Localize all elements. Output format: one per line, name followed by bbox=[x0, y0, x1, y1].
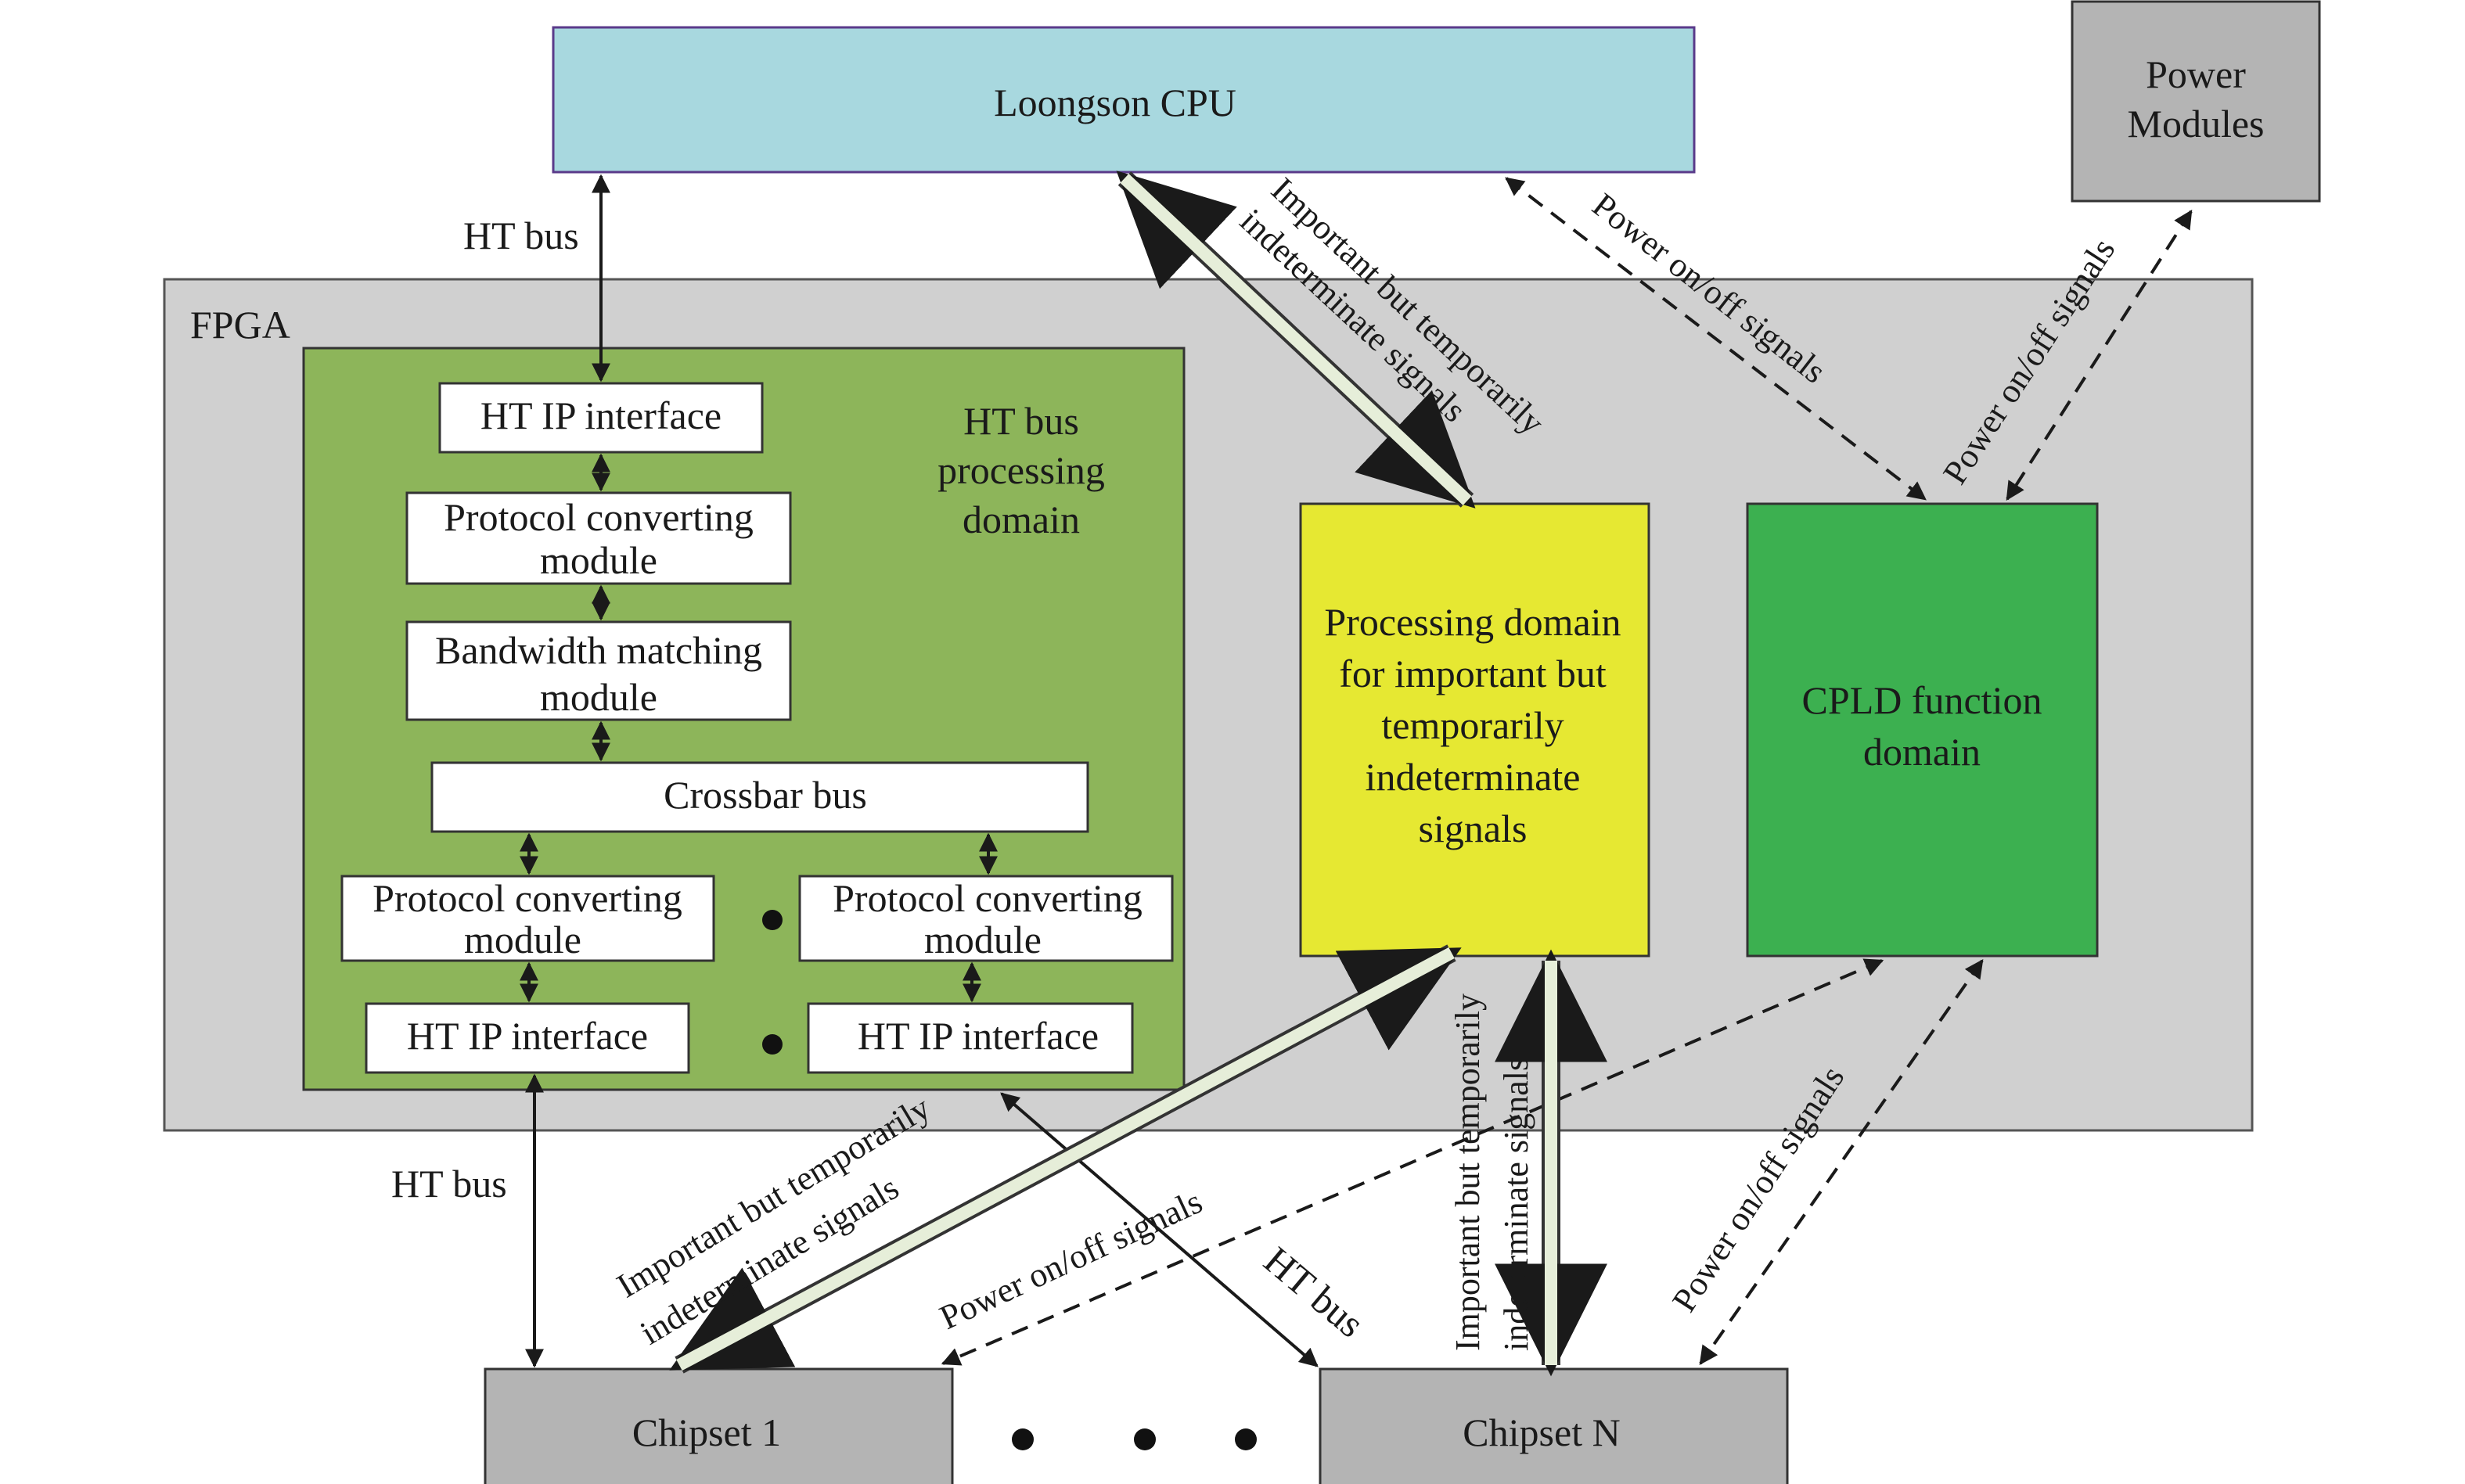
ht-domain-title-3: domain bbox=[963, 498, 1080, 541]
power-cpu-cpld-arrow bbox=[1505, 177, 1927, 501]
ht-ip-interface-right-label: HT IP interface bbox=[858, 1014, 1099, 1058]
protocol-converting-left bbox=[340, 875, 715, 962]
chipset-n-label: Chipset N bbox=[1463, 1410, 1620, 1454]
crossbar-bus bbox=[430, 761, 1089, 833]
proc-line4: indeterminate bbox=[1366, 755, 1581, 799]
important-vert-line2: indeterminate signals bbox=[1497, 1058, 1535, 1351]
chipset-1-label: Chipset 1 bbox=[632, 1410, 781, 1454]
loongson-cpu-label: Loongson CPU bbox=[994, 81, 1236, 124]
power-modules-line2: Modules bbox=[2128, 102, 2265, 146]
protocol-top-line2: module bbox=[540, 538, 657, 582]
important-vert-line1: Important but temporarily bbox=[1448, 994, 1487, 1351]
protocol-converting-top bbox=[405, 491, 792, 585]
protocol-top-line1: Protocol converting bbox=[444, 495, 754, 539]
important-signals-proc-chipset1-arrow bbox=[669, 944, 1462, 1374]
ht-ip-interface-left-label: HT IP interface bbox=[407, 1014, 648, 1058]
cpld-line2: domain bbox=[1863, 730, 1981, 774]
ht-domain-title-1: HT bus bbox=[963, 399, 1079, 443]
power-pm-cpld-arrow bbox=[2006, 209, 2193, 501]
protocol-right-line1: Protocol converting bbox=[833, 876, 1143, 920]
ht-ip-interface-top bbox=[438, 382, 764, 454]
ellipsis-dot bbox=[1235, 1428, 1257, 1450]
loongson-cpu bbox=[552, 26, 1696, 174]
ht-bus-top-label: HT bus bbox=[463, 214, 579, 257]
ellipsis-dot bbox=[762, 1034, 783, 1055]
ht-ip-interface-left bbox=[365, 1002, 690, 1074]
ellipsis-dot bbox=[762, 910, 783, 930]
fpga-label: FPGA bbox=[190, 303, 290, 347]
protocol-right-line2: module bbox=[924, 918, 1042, 961]
protocol-left-line1: Protocol converting bbox=[372, 876, 682, 920]
ht-domain-title-2: processing bbox=[937, 448, 1105, 492]
power-cpld-chipsetn-arrow bbox=[1699, 959, 1984, 1365]
proc-line5: signals bbox=[1419, 807, 1528, 850]
ht-bus-left-label: HT bus bbox=[391, 1162, 507, 1206]
ellipsis-dot bbox=[1134, 1428, 1156, 1450]
protocol-left-line2: module bbox=[464, 918, 581, 961]
chipset-n bbox=[1319, 1367, 1789, 1484]
bandwidth-line2: module bbox=[540, 675, 657, 719]
cpld-function-domain bbox=[1746, 502, 2099, 958]
crossbar-bus-label: Crossbar bus bbox=[664, 773, 867, 817]
power-modules bbox=[2071, 0, 2321, 203]
ellipsis-dot bbox=[1012, 1428, 1034, 1450]
important-signals-cpu-proc-arrow bbox=[1116, 171, 1476, 508]
chipset-1 bbox=[484, 1367, 954, 1484]
proc-line1: Processing domain bbox=[1324, 600, 1621, 644]
bandwidth-line1: Bandwidth matching bbox=[435, 628, 762, 672]
ht-ip-interface-top-label: HT IP interface bbox=[480, 393, 722, 437]
cpld-line1: CPLD function bbox=[1802, 678, 2042, 722]
proc-line2: for important but bbox=[1339, 652, 1607, 695]
proc-line3: temporarily bbox=[1381, 703, 1564, 747]
processing-domain-important-signals bbox=[1299, 502, 1650, 958]
bandwidth-matching-module bbox=[405, 620, 792, 721]
protocol-converting-right bbox=[798, 875, 1174, 962]
power-modules-line1: Power bbox=[2146, 52, 2246, 96]
